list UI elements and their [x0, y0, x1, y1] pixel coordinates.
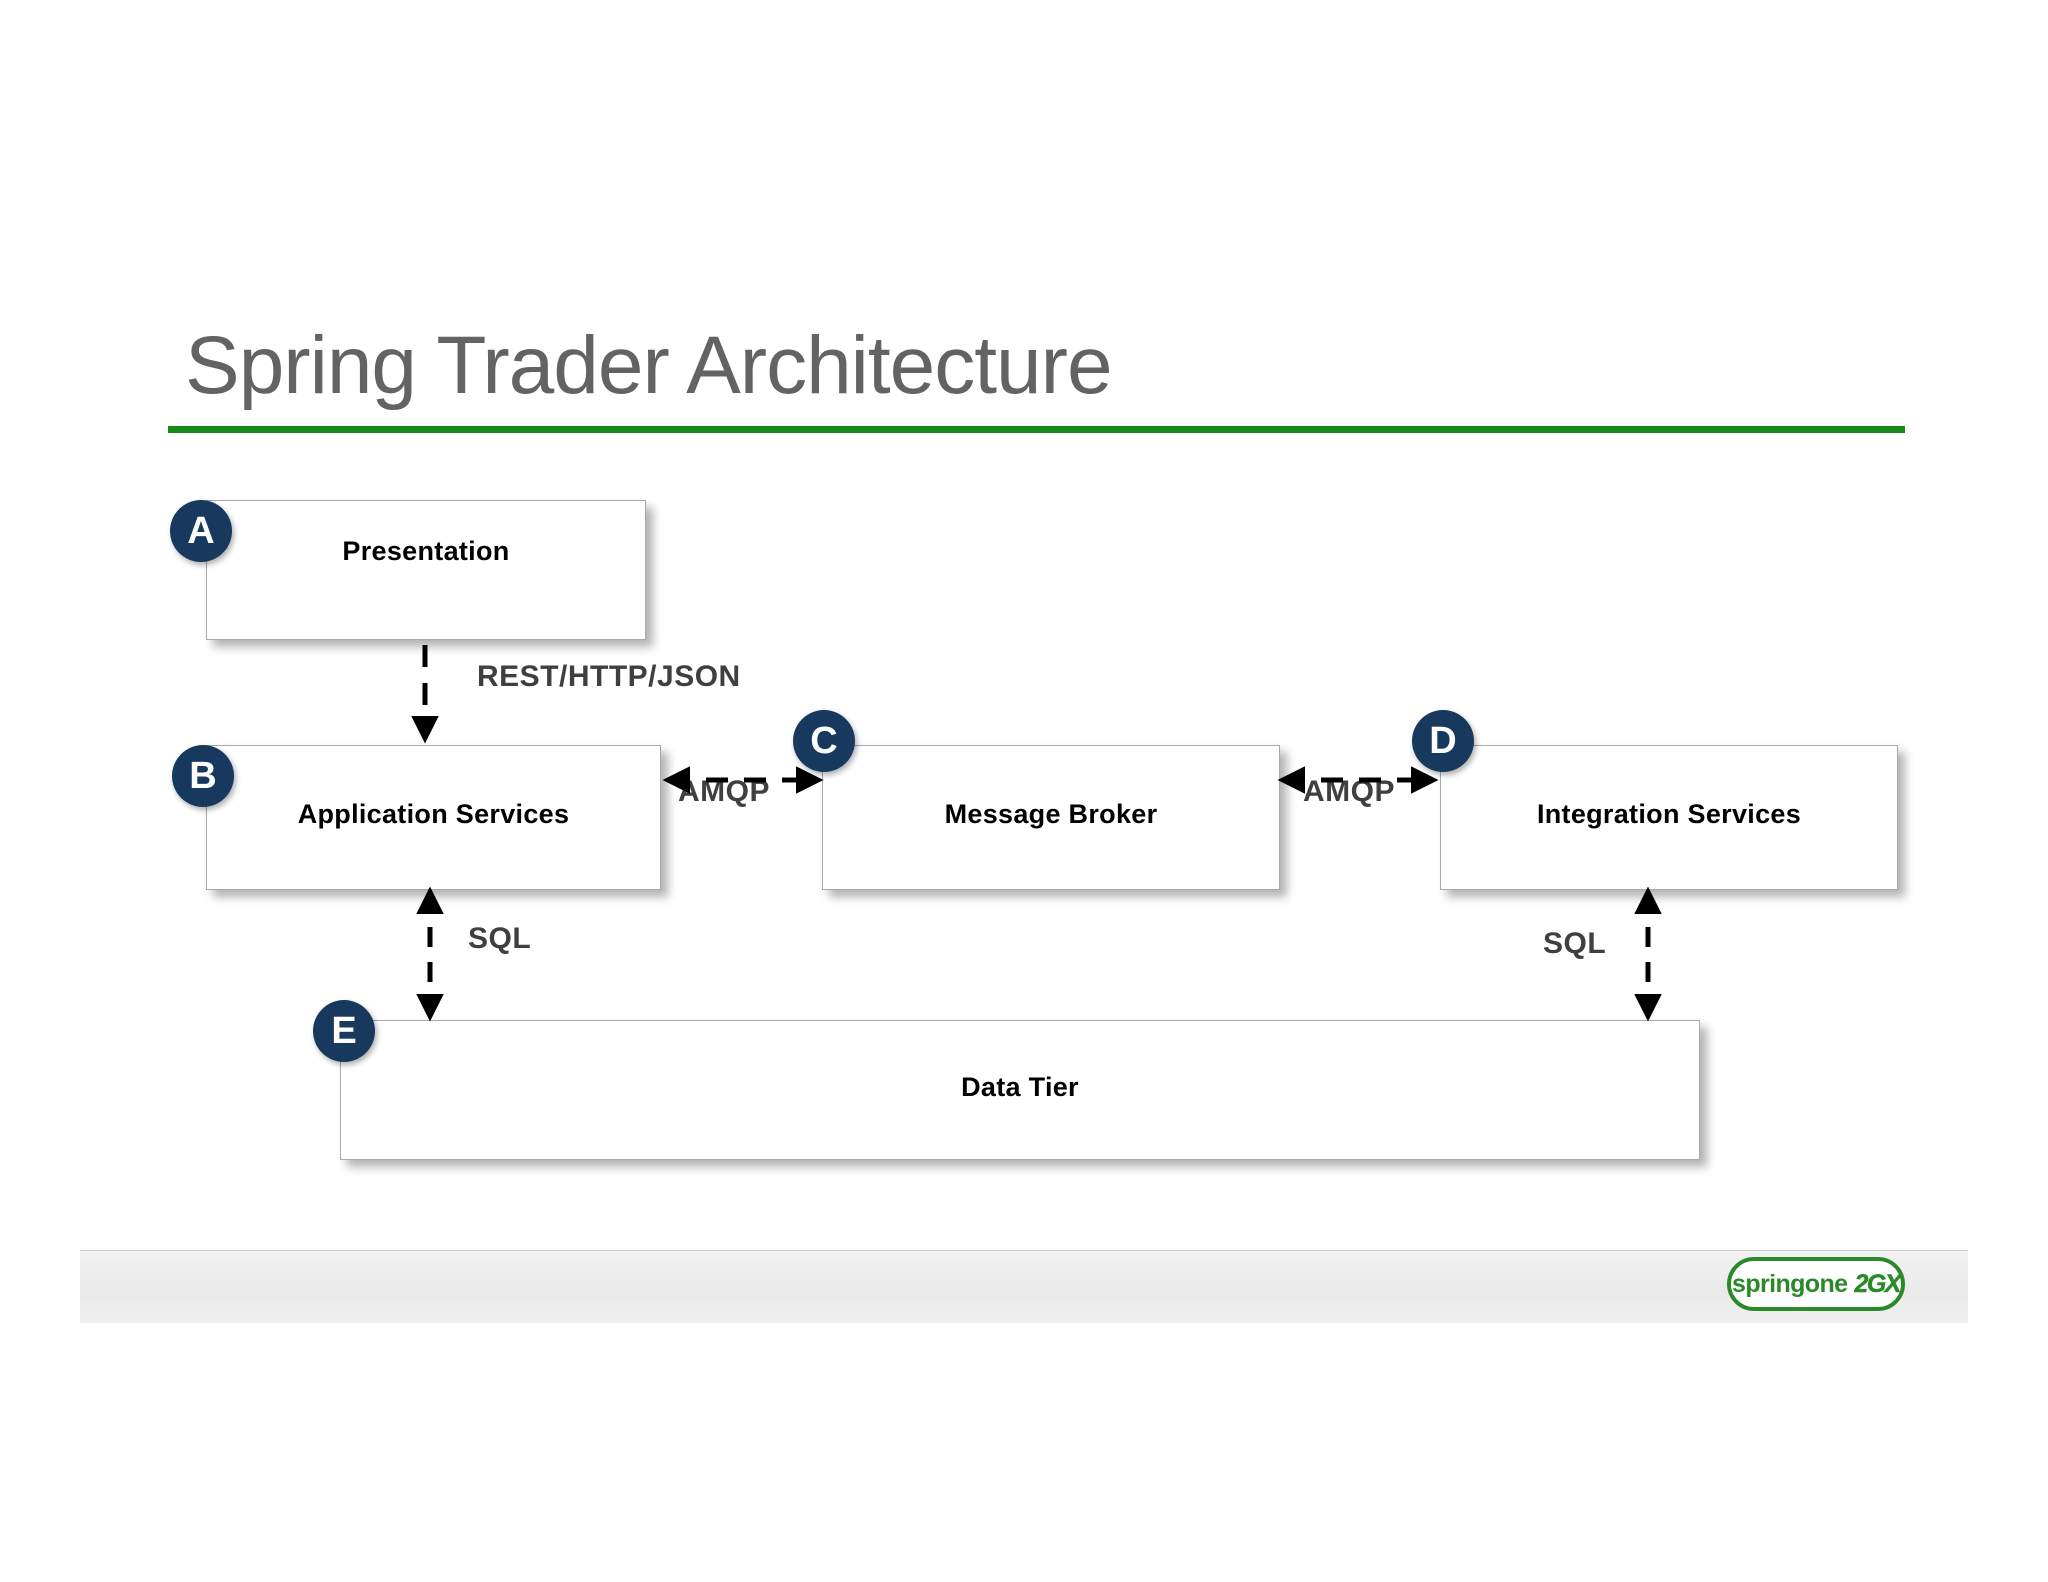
badge-d[interactable]: D [1412, 710, 1474, 772]
node-message-broker[interactable]: Message Broker [822, 745, 1280, 890]
badge-b-letter: B [189, 755, 217, 797]
connector-label-sql-d-e: SQL [1543, 927, 1607, 960]
badge-c[interactable]: C [793, 710, 855, 772]
connector-label-rest-http-json: REST/HTTP/JSON [477, 660, 741, 693]
node-integration-services[interactable]: Integration Services [1440, 745, 1898, 890]
node-presentation-label: Presentation [342, 535, 510, 566]
node-integration-services-label: Integration Services [1536, 799, 1802, 829]
title-block: Spring Trader Architecture [168, 318, 1915, 438]
badge-c-letter: C [810, 720, 838, 762]
page-title: Spring Trader Architecture [185, 320, 1113, 411]
node-application-services[interactable]: Application Services [206, 745, 661, 890]
badge-e-letter: E [331, 1010, 357, 1052]
badge-e[interactable]: E [313, 1000, 375, 1062]
connector-label-amqp-b-c: AMQP [678, 775, 770, 808]
node-data-tier[interactable]: Data Tier [340, 1020, 1700, 1160]
connector-label-amqp-c-d: AMQP [1303, 775, 1395, 808]
node-data-tier-label: Data Tier [961, 1071, 1079, 1102]
node-presentation[interactable]: Presentation [206, 500, 646, 640]
footer-band [80, 1250, 1968, 1323]
springone-logo: springone 2GX [1727, 1257, 1905, 1311]
springone-logo-word: springone [1732, 1269, 1848, 1298]
badge-a-letter: A [187, 510, 215, 552]
connector-label-sql-b-e: SQL [468, 922, 532, 955]
node-message-broker-label: Message Broker [944, 799, 1158, 829]
node-application-services-label: Application Services [297, 799, 570, 829]
badge-a[interactable]: A [170, 500, 232, 562]
badge-b[interactable]: B [172, 745, 234, 807]
title-underline-rule [168, 426, 1905, 433]
badge-d-letter: D [1429, 720, 1457, 762]
springone-logo-mark: 2GX [1854, 1269, 1902, 1298]
